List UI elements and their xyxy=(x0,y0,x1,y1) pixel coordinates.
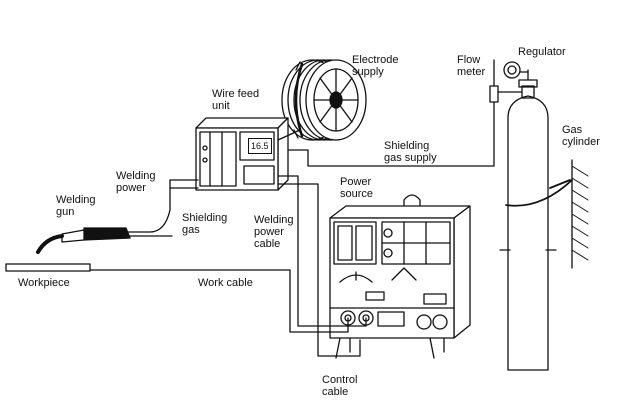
label-line: Control xyxy=(322,374,358,386)
work-cable-label: Work cable xyxy=(198,277,253,289)
control-cable-label: Control cable xyxy=(322,374,357,398)
label-line: power xyxy=(254,226,284,238)
welding-power-label: Welding power xyxy=(116,170,156,194)
electrode-supply-label: Electrode supply xyxy=(352,54,398,78)
label-line: gun xyxy=(56,206,75,218)
label-line: cable xyxy=(254,238,281,250)
wire-feed-unit-box xyxy=(195,117,301,191)
electrode-supply-reel xyxy=(281,59,367,141)
welding-gun xyxy=(36,179,199,254)
label-line: gas xyxy=(182,224,200,236)
flow-meter xyxy=(489,59,523,103)
label-line: Welding xyxy=(116,170,156,182)
workpiece-label: Workpiece xyxy=(18,277,70,289)
label-line: supply xyxy=(352,66,384,78)
label-line: gas supply xyxy=(384,152,437,164)
label-line: Welding xyxy=(254,214,294,226)
label-line: Gas xyxy=(562,124,583,136)
regulator-label: Regulator xyxy=(518,46,566,58)
welding-gun-label: Welding gun xyxy=(56,194,96,218)
workpiece-plate xyxy=(5,263,91,272)
wall-hatching xyxy=(505,159,589,269)
label-line: power xyxy=(116,182,146,194)
label-line: Wire feed xyxy=(212,88,260,100)
label-line: meter xyxy=(457,66,486,78)
meter-reading: 16.5 xyxy=(248,138,272,154)
gas-cylinder xyxy=(499,61,557,371)
label-line: Electrode xyxy=(352,54,399,66)
shielding-gas-supply-label: Shielding gas supply xyxy=(384,140,437,164)
gas-cylinder-label: Gas cylinder xyxy=(562,124,600,148)
label-line: cable xyxy=(322,386,349,398)
label-line: Shielding xyxy=(384,140,430,152)
label-line: Shielding xyxy=(182,212,228,224)
welding-power-cable-label: Welding power cable xyxy=(254,214,294,250)
label-line: Welding xyxy=(56,194,96,206)
cables xyxy=(89,101,495,357)
power-source-box xyxy=(329,194,471,359)
label-line: Flow xyxy=(457,54,481,66)
label-line: Power xyxy=(340,176,372,188)
power-source-label: Power source xyxy=(340,176,373,200)
shielding-gas-label: Shielding gas xyxy=(182,212,227,236)
label-line: unit xyxy=(212,100,230,112)
wire-feed-unit-label: Wire feed unit xyxy=(212,88,259,112)
label-line: source xyxy=(340,188,374,200)
flow-meter-label: Flow meter xyxy=(457,54,485,78)
label-line: cylinder xyxy=(562,136,600,148)
